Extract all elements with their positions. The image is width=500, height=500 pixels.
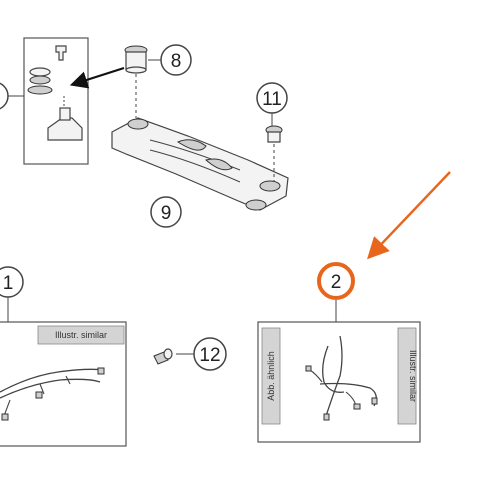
callout-2: 2 (317, 262, 355, 322)
arrow-to-detail (69, 66, 125, 89)
callout-8-text: 8 (171, 51, 182, 72)
callout-1: 1 (0, 266, 24, 322)
callout-1-text: 1 (3, 273, 14, 294)
callout-12: 12 (176, 337, 227, 371)
callout-8: 8 (148, 44, 192, 76)
harness-box-left: Illustr. similar (0, 321, 127, 447)
highlight-arrow (367, 171, 451, 260)
callout-12-text: 12 (199, 345, 220, 366)
callout-11-text: 11 (262, 89, 282, 110)
part-11-pin (265, 125, 283, 182)
detail-box-top-left (23, 37, 89, 165)
part-12-bulb (153, 348, 173, 365)
callout-left-edge (0, 82, 24, 110)
callout-11: 11 (256, 82, 288, 126)
illustr-similar-left-label: Illustr. similar (55, 330, 107, 340)
callout-2-text: 2 (331, 272, 342, 293)
callout-9: 9 (150, 196, 182, 228)
part-9-bracket (111, 117, 289, 211)
part-8-grommet (124, 45, 148, 118)
abb-ahnlich-label: Abb. ähnlich (266, 351, 276, 401)
illustr-similar-right-label: Illustr. similar (408, 350, 418, 402)
callout-9-text: 9 (161, 203, 172, 224)
harness-box-right: Abb. ähnlich Illustr. similar (257, 321, 421, 443)
